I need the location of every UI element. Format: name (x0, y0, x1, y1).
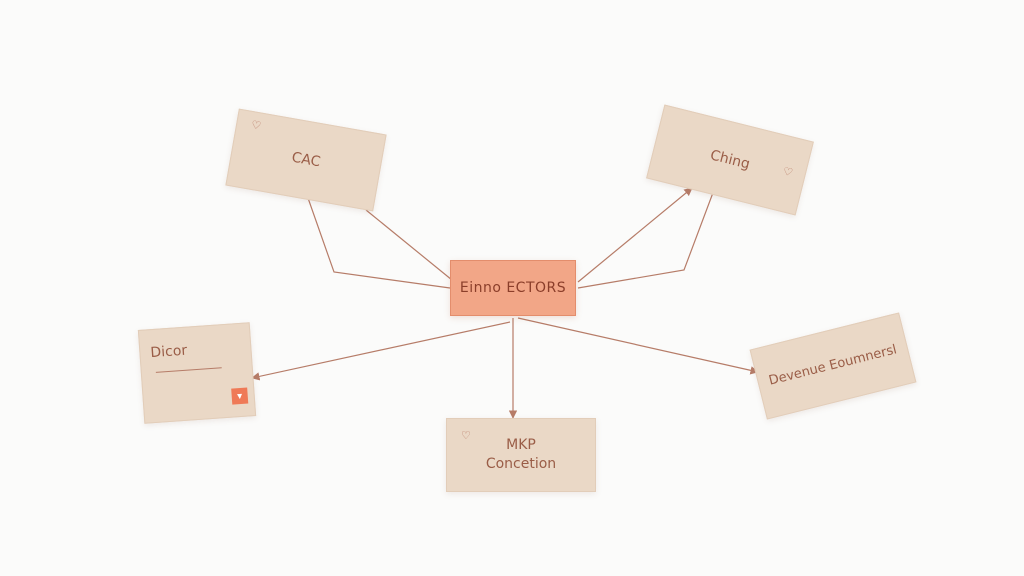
alert-icon: ▾ (231, 387, 249, 405)
center-node-label: Einno ECTORS (459, 280, 567, 296)
connector-devenue (517, 317, 759, 375)
connector-cac-b (365, 209, 453, 281)
node-mkp-label: MKP Concetion (485, 437, 557, 472)
heart-doodle-icon: ♡ (461, 429, 471, 442)
node-dicor[interactable]: Dicor ▾ (137, 322, 257, 424)
connector-cac-a (307, 197, 451, 289)
node-cac-label: CAC (290, 149, 322, 170)
heart-doodle-icon: ♡ (781, 164, 795, 180)
node-dicor-label: Dicor (149, 342, 188, 362)
node-devenue-label: Devenue Eoumnersl (767, 342, 899, 389)
node-ching-label: Ching (708, 146, 752, 173)
center-node[interactable]: Einno ECTORS (450, 260, 576, 316)
heart-doodle-icon: ♡ (250, 118, 263, 133)
connector-ching-a (577, 187, 693, 283)
connector-ching-b (577, 189, 715, 289)
node-dicor-divider (155, 367, 222, 373)
connector-dicor (251, 321, 511, 381)
node-mkp[interactable]: ♡ MKP Concetion (446, 418, 596, 492)
